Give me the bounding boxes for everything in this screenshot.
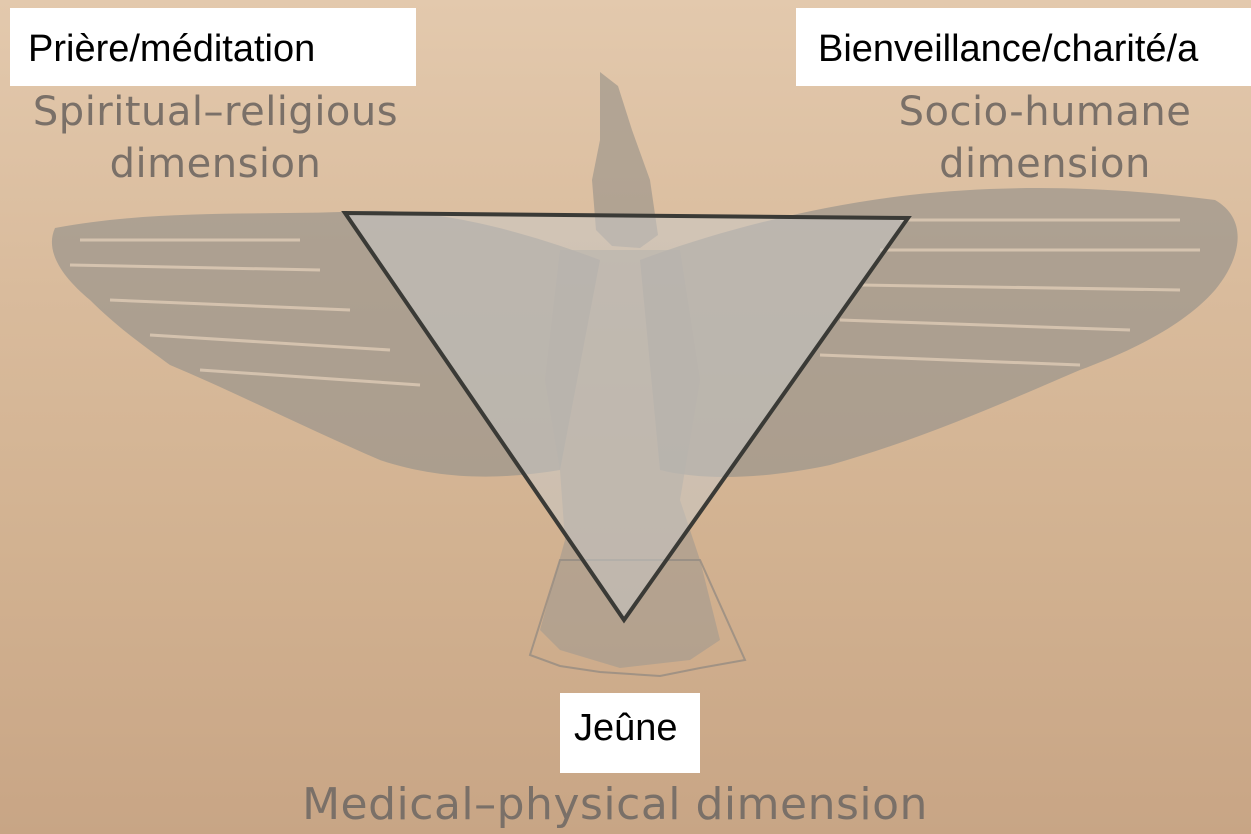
socio-humane-label: Socio-humane dimension: [880, 86, 1210, 190]
jeune-box: Jeûne: [560, 693, 700, 773]
priere-meditation-box: Prière/méditation: [10, 8, 416, 86]
bienveillance-box: Bienveillance/charité/a: [796, 8, 1251, 86]
spiritual-religious-label: Spiritual–religious dimension: [8, 86, 423, 190]
medical-physical-label: Medical–physical dimension: [295, 777, 935, 833]
spiritual-label-line2: dimension: [8, 138, 423, 190]
socio-label-line2: dimension: [880, 138, 1210, 190]
spiritual-label-line1: Spiritual–religious: [8, 86, 423, 138]
socio-label-line1: Socio-humane: [880, 86, 1210, 138]
